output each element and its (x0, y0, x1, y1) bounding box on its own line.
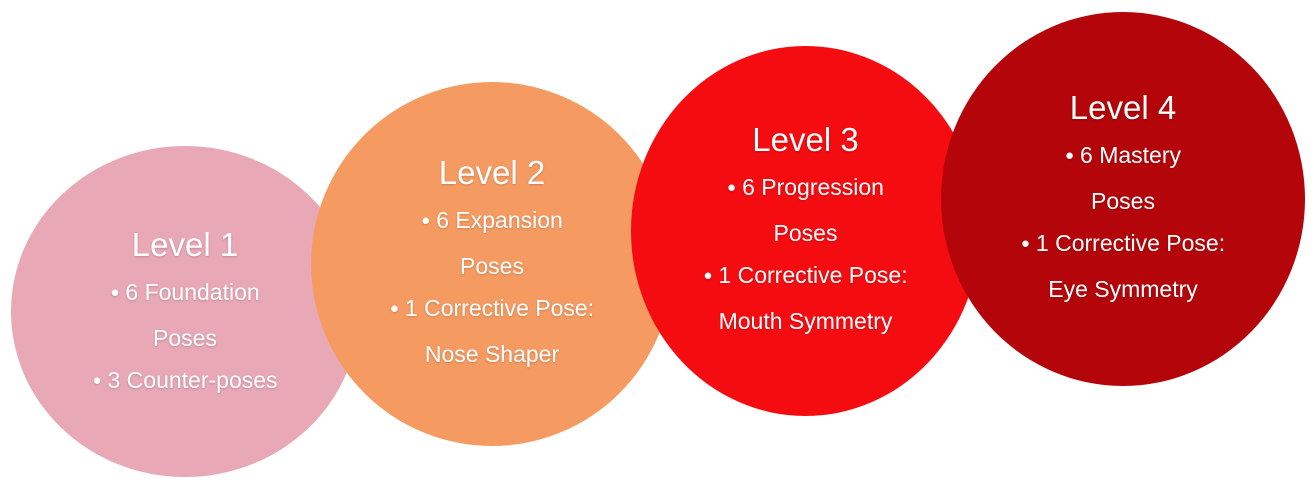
level-1-item: Poses (153, 324, 217, 351)
bullet-icon: ● (92, 371, 102, 389)
level-2-circle: Level 2 ●6 Expansion Poses ●1 Corrective… (311, 82, 673, 446)
level-1-item: ●6 Foundation (110, 278, 260, 305)
bullet-icon: ● (110, 283, 120, 301)
level-3-item: ●6 Progression (727, 174, 884, 200)
bullet-icon: ● (703, 267, 713, 284)
level-2-title: Level 2 (438, 154, 546, 191)
level-1-circle: Level 1 ●6 Foundation Poses ●3 Counter-p… (11, 146, 359, 477)
level-2-item: Nose Shaper (424, 341, 560, 367)
level-2-item: ●1 Corrective Pose: (389, 295, 595, 321)
level-4-item: Poses (1091, 188, 1155, 214)
bullet-icon: ● (1064, 147, 1075, 164)
bullet-icon: ● (421, 212, 431, 229)
bullet-icon: ● (727, 179, 737, 196)
level-3-circle: Level 3 ●6 Progression Poses ●1 Correcti… (631, 46, 980, 416)
level-3-item: Poses (773, 220, 838, 246)
level-4-item: Eye Symmetry (1048, 276, 1198, 302)
level-3-title: Level 3 (752, 121, 859, 158)
bullet-icon: ● (389, 300, 399, 317)
level-2-item: Poses (460, 253, 524, 279)
level-4-title: Level 4 (1069, 89, 1177, 126)
level-4-item: ●1 Corrective Pose: (1020, 230, 1226, 256)
level-1-item: ●3 Counter-poses (92, 366, 278, 393)
level-2-item: ●6 Expansion (421, 207, 563, 233)
level-4-item: ●6 Mastery (1064, 142, 1182, 168)
level-3-item: ●1 Corrective Pose: (703, 262, 908, 288)
bullet-icon: ● (1020, 235, 1030, 252)
level-3-item: Mouth Symmetry (718, 308, 893, 334)
level-1-title: Level 1 (131, 225, 239, 263)
level-4-circle: Level 4 ●6 Mastery Poses ●1 Corrective P… (941, 12, 1305, 386)
